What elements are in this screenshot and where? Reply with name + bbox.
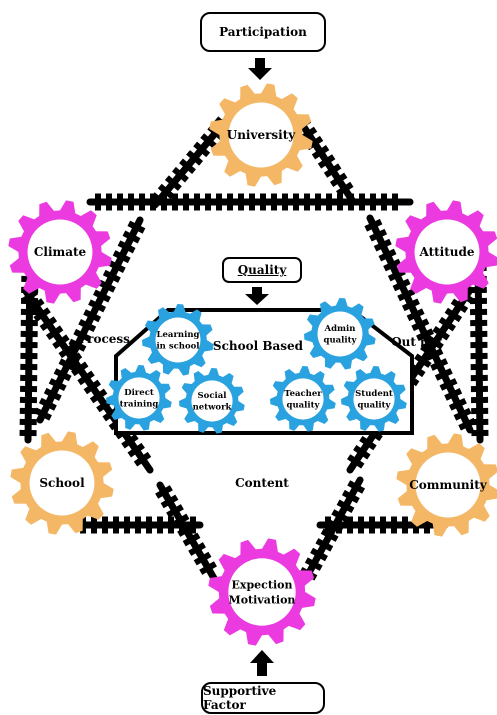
quality-text: Quality <box>237 263 287 277</box>
gear-community-label: Community <box>409 478 488 492</box>
participation-text: Participation <box>219 25 307 39</box>
belt-up-right <box>364 214 477 434</box>
gear-university: University <box>209 83 313 187</box>
arrow-participation <box>248 58 272 80</box>
school-based-label: School Based <box>213 339 304 353</box>
content-label: Content <box>235 476 289 490</box>
supportive-factor-box: Supportive Factor <box>201 682 325 714</box>
quality-box: Quality <box>222 257 302 283</box>
process-label: Process <box>78 332 130 346</box>
belt-right-side <box>469 256 489 444</box>
gear-climate: Climate <box>8 200 112 304</box>
arrow-quality <box>245 287 269 305</box>
gear-climate-label: Climate <box>34 245 87 259</box>
participation-box: Participation <box>200 12 326 52</box>
belt-top <box>86 193 414 211</box>
gear-school-label: School <box>39 476 85 490</box>
supportive-factor-text: Supportive Factor <box>203 684 277 712</box>
gear-attitude-label: Attitude <box>418 245 474 259</box>
arrow-supportive <box>250 650 274 676</box>
belt-down-right-bottom <box>299 476 366 584</box>
gear-community: Community <box>396 433 497 537</box>
gear-university-label: University <box>227 128 297 142</box>
gear-attitude: Attitude <box>395 200 497 304</box>
belt-up-right-top <box>293 114 356 204</box>
output-label: Out put <box>391 335 443 349</box>
belt-down-left-bottom <box>155 481 219 584</box>
gear-school: School <box>10 431 114 535</box>
